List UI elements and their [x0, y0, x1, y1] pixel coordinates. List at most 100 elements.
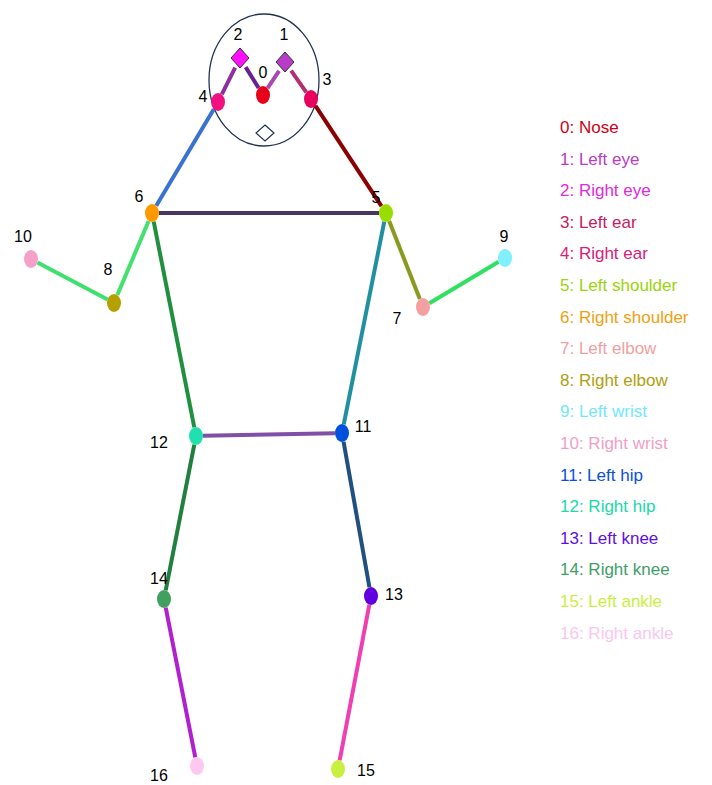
- keypoint-dot: 15: [331, 760, 345, 778]
- keypoint-number: 10: [14, 229, 32, 245]
- keypoint-number: 4: [199, 89, 208, 105]
- legend-entry: 3: Left ear: [560, 214, 637, 231]
- legend-entry: 10: Right wrist: [560, 435, 668, 452]
- keypoint-fill: [304, 90, 318, 108]
- legend-text: 9: Left wrist: [560, 402, 647, 421]
- skeleton-limb: [203, 433, 335, 436]
- keypoint-fill: [364, 587, 378, 605]
- keypoint-fill: [256, 86, 270, 104]
- skeleton-limb: [246, 67, 259, 88]
- keypoint-shape: [189, 427, 203, 445]
- keypoint-dot: 9: [498, 249, 512, 267]
- keypoint-shape: [211, 93, 225, 111]
- legend-text: 0: Nose: [560, 118, 619, 137]
- legend-entry: 4: Right ear: [560, 245, 648, 262]
- skeleton-limb: [344, 222, 385, 425]
- legend-entry: 5: Left shoulder: [560, 277, 677, 294]
- keypoint-shape: [157, 590, 171, 608]
- legend-entry: 6: Right shoulder: [560, 309, 689, 326]
- keypoint-shape: [498, 249, 512, 267]
- keypoint-number: 0: [259, 65, 268, 81]
- skeleton-limb: [340, 605, 370, 761]
- legend-entry: 7: Left elbow: [560, 340, 656, 357]
- keypoint-dot: 3: [304, 90, 318, 108]
- keypoint-shape: [256, 86, 270, 104]
- skeleton-limb: [166, 608, 196, 758]
- keypoint-number: 5: [372, 190, 381, 206]
- skeleton-limb: [222, 68, 235, 95]
- keypoint-number: 12: [150, 435, 168, 451]
- keypoint-fill: [331, 760, 345, 778]
- skeleton-limb: [344, 442, 370, 587]
- keypoint-number: 16: [150, 768, 168, 784]
- keypoint-shape: [145, 204, 159, 222]
- keypoint-dot: 14: [157, 590, 171, 608]
- keypoint-shape: [190, 757, 204, 775]
- skeleton-limb: [159, 211, 379, 215]
- eye-keypoint: 2: [230, 47, 250, 69]
- keypoint-shape: [364, 587, 378, 605]
- keypoint-shape: [379, 204, 393, 222]
- skeleton-limb: [117, 221, 148, 295]
- legend-text: 14: Right knee: [560, 560, 670, 579]
- keypoint-number: 15: [357, 763, 375, 779]
- keypoint-shape: [275, 51, 295, 73]
- keypoint-dot: 10: [24, 250, 38, 268]
- keypoint-dot: 13: [364, 587, 378, 605]
- keypoint-shape: [107, 294, 121, 312]
- legend-entry: 1: Left eye: [560, 151, 639, 168]
- keypoint-fill: [498, 249, 512, 267]
- keypoint-shape: [335, 424, 349, 442]
- keypoint-fill: [145, 204, 159, 222]
- keypoint-dot: 7: [416, 298, 430, 316]
- legend-entry: 2: Right eye: [560, 182, 651, 199]
- keypoint-dot: 0: [256, 86, 270, 104]
- legend-entry: 16: Right ankle: [560, 625, 673, 642]
- eye-keypoint: 1: [275, 51, 295, 73]
- skeleton-limb: [316, 106, 382, 206]
- keypoint-number: 13: [385, 587, 403, 603]
- keypoint-fill: [379, 204, 393, 222]
- skeleton-limb: [429, 262, 498, 303]
- keypoint-dot: 16: [190, 757, 204, 775]
- keypoint-number: 14: [150, 571, 168, 587]
- keypoint-fill: [416, 298, 430, 316]
- keypoint-fill: [107, 294, 121, 312]
- legend-text: 3: Left ear: [560, 213, 637, 232]
- keypoint-dot: 12: [189, 427, 203, 445]
- skeleton-limb: [37, 262, 107, 299]
- legend-entry: 0: Nose: [560, 119, 619, 136]
- keypoint-shape: [304, 90, 318, 108]
- legend-entry: 15: Left ankle: [560, 593, 662, 610]
- legend-entry: 8: Right elbow: [560, 372, 668, 389]
- keypoint-number: 7: [393, 311, 402, 327]
- skeleton-limb: [291, 71, 306, 93]
- keypoint-number: 6: [135, 189, 144, 205]
- legend-text: 13: Left knee: [560, 529, 658, 548]
- keypoint-dot: 5: [379, 204, 393, 222]
- legend-text: 12: Right hip: [560, 497, 655, 516]
- legend-text: 15: Left ankle: [560, 592, 662, 611]
- keypoint-dot: 6: [145, 204, 159, 222]
- skeleton-limb: [268, 71, 280, 88]
- skeleton-limb: [389, 221, 420, 299]
- legend-entry: 13: Left knee: [560, 530, 658, 547]
- keypoint-dot: 4: [211, 93, 225, 111]
- keypoint-shape: [416, 298, 430, 316]
- legend-text: 6: Right shoulder: [560, 308, 689, 327]
- legend-text: 10: Right wrist: [560, 434, 668, 453]
- legend-text: 1: Left eye: [560, 150, 639, 169]
- legend-text: 7: Left elbow: [560, 339, 656, 358]
- chin-diamond: [256, 125, 274, 141]
- keypoint-number: 2: [234, 27, 243, 43]
- keypoint-fill: [190, 757, 204, 775]
- keypoint-number: 1: [280, 27, 289, 43]
- keypoint-dot: 11: [335, 424, 349, 442]
- keypoint-number: 11: [355, 419, 372, 435]
- legend-entry: 9: Left wrist: [560, 403, 647, 420]
- keypoint-shape: [24, 250, 38, 268]
- skeleton-limb: [166, 445, 195, 591]
- keypoint-number: 3: [323, 72, 332, 88]
- keypoint-shape: [230, 47, 250, 69]
- keypoint-number: 9: [500, 229, 509, 245]
